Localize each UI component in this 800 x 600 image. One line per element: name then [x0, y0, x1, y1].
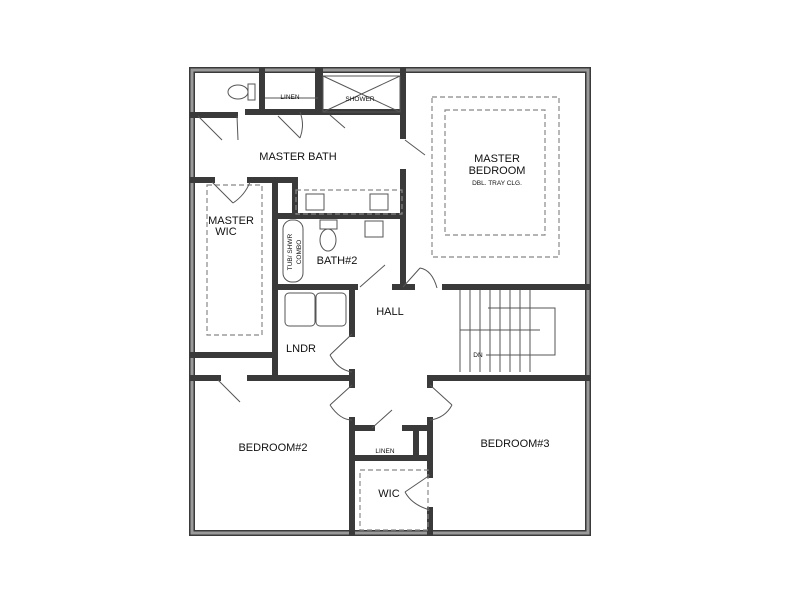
label-bedroom2: BEDROOM#2 [238, 442, 307, 454]
label-bedroom3: BEDROOM#3 [480, 438, 549, 450]
label-master-wic-2: WIC [215, 226, 236, 238]
label-master-bedroom-1: MASTER [474, 153, 520, 165]
label-stairs-dn: DN [473, 352, 483, 359]
label-bath2: BATH#2 [317, 255, 358, 267]
label-lndr: LNDR [286, 343, 316, 355]
label-master-bath: MASTER BATH [259, 151, 336, 163]
stairs [459, 290, 556, 372]
label-tub-1: TUB/ SHWR [287, 233, 294, 270]
label-master-wic-1: MASTER [208, 215, 254, 227]
walls [189, 67, 591, 536]
label-tub-2: COMBO [296, 240, 303, 265]
label-hall: HALL [376, 306, 404, 318]
label-shower: SHOWER [345, 96, 375, 103]
label-tray-ceiling: DBL. TRAY CLG. [472, 180, 522, 187]
label-master-bedroom-2: BEDROOM [469, 165, 526, 177]
room-labels: MASTER BATH MASTER BEDROOM DBL. TRAY CLG… [208, 94, 549, 500]
fixtures [206, 75, 560, 531]
label-linen-bottom: LINEN [375, 448, 394, 455]
label-linen-top: LINEN [280, 94, 299, 101]
label-wic: WIC [378, 488, 399, 500]
doors [197, 111, 453, 511]
